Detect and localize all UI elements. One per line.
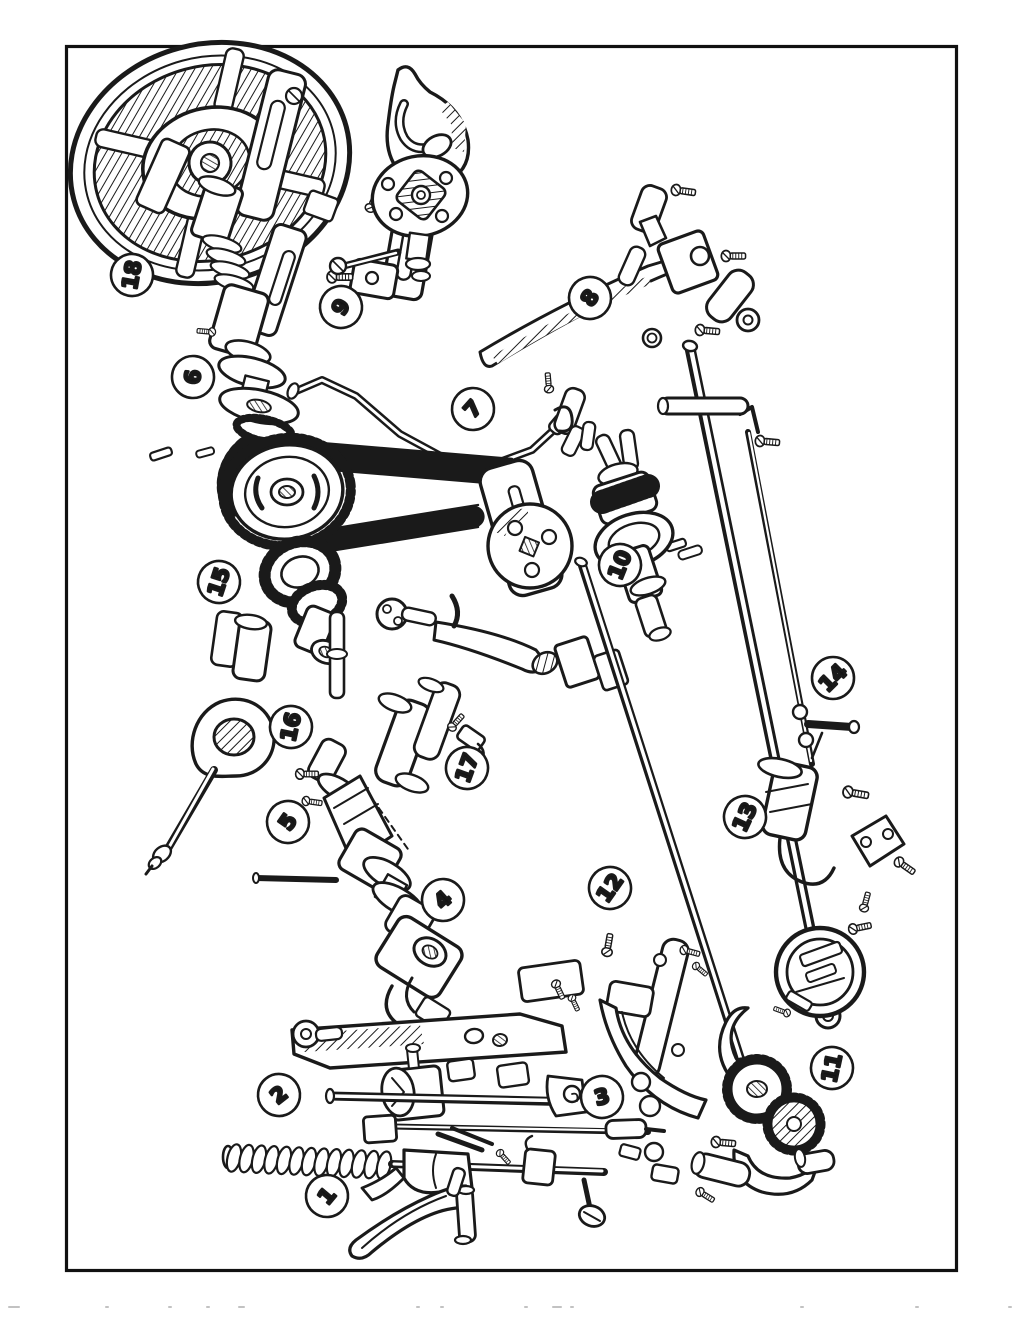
callout-5: 5 [265, 799, 311, 845]
callout-17: 17 [444, 745, 490, 791]
feed-bar-assembly [290, 959, 666, 1163]
callout-7: 7 [450, 386, 496, 432]
callout-6: 6 [170, 354, 216, 400]
callout-14: 14 [810, 655, 856, 701]
eccentric-assembly-16 [144, 610, 276, 876]
face-plate-and-cam [478, 458, 574, 598]
support-arm-assembly [598, 932, 710, 1120]
hook-bobbin-assembly-11 [710, 890, 874, 1196]
crank-assembly-4 [374, 894, 464, 1030]
callout-13: 13 [722, 794, 768, 840]
needle-bar-link-cluster [326, 593, 630, 700]
spring-and-lever-assembly-1 [221, 1134, 752, 1260]
callout-10: 10 [597, 542, 643, 588]
callout-1: 1 [304, 1173, 350, 1219]
callout-12: 12 [587, 865, 633, 911]
callout-18: 18 [109, 252, 155, 298]
balance-wheel-assembly [67, 39, 353, 337]
callout-16: 16 [268, 704, 314, 750]
hook-shaft-assembly-10 [542, 327, 703, 642]
cam-plate-assembly [328, 65, 471, 282]
bevel-gear-assembly-15 [258, 535, 348, 666]
callout-3: 3 [579, 1074, 625, 1120]
long-rods-and-clamp [574, 339, 918, 1095]
belt-drive-assembly [216, 432, 688, 553]
callout-15: 15 [196, 559, 242, 605]
callout-9: 9 [318, 284, 364, 330]
stop-motion-lever [135, 68, 308, 337]
bent-connecting-rod-7 [286, 376, 570, 468]
callout-2: 2 [256, 1072, 302, 1118]
callout-4: 4 [420, 877, 466, 923]
callout-11: 11 [809, 1045, 855, 1091]
callout-label: 18 [118, 259, 147, 292]
cylinder-parts-17 [365, 676, 486, 853]
callout-label: 6 [180, 369, 205, 386]
main-shaft-assembly [148, 175, 300, 462]
callouts: 1 2 3 4 5 6 7 8 9 10 11 12 [109, 252, 856, 1219]
callout-8: 8 [567, 275, 613, 321]
